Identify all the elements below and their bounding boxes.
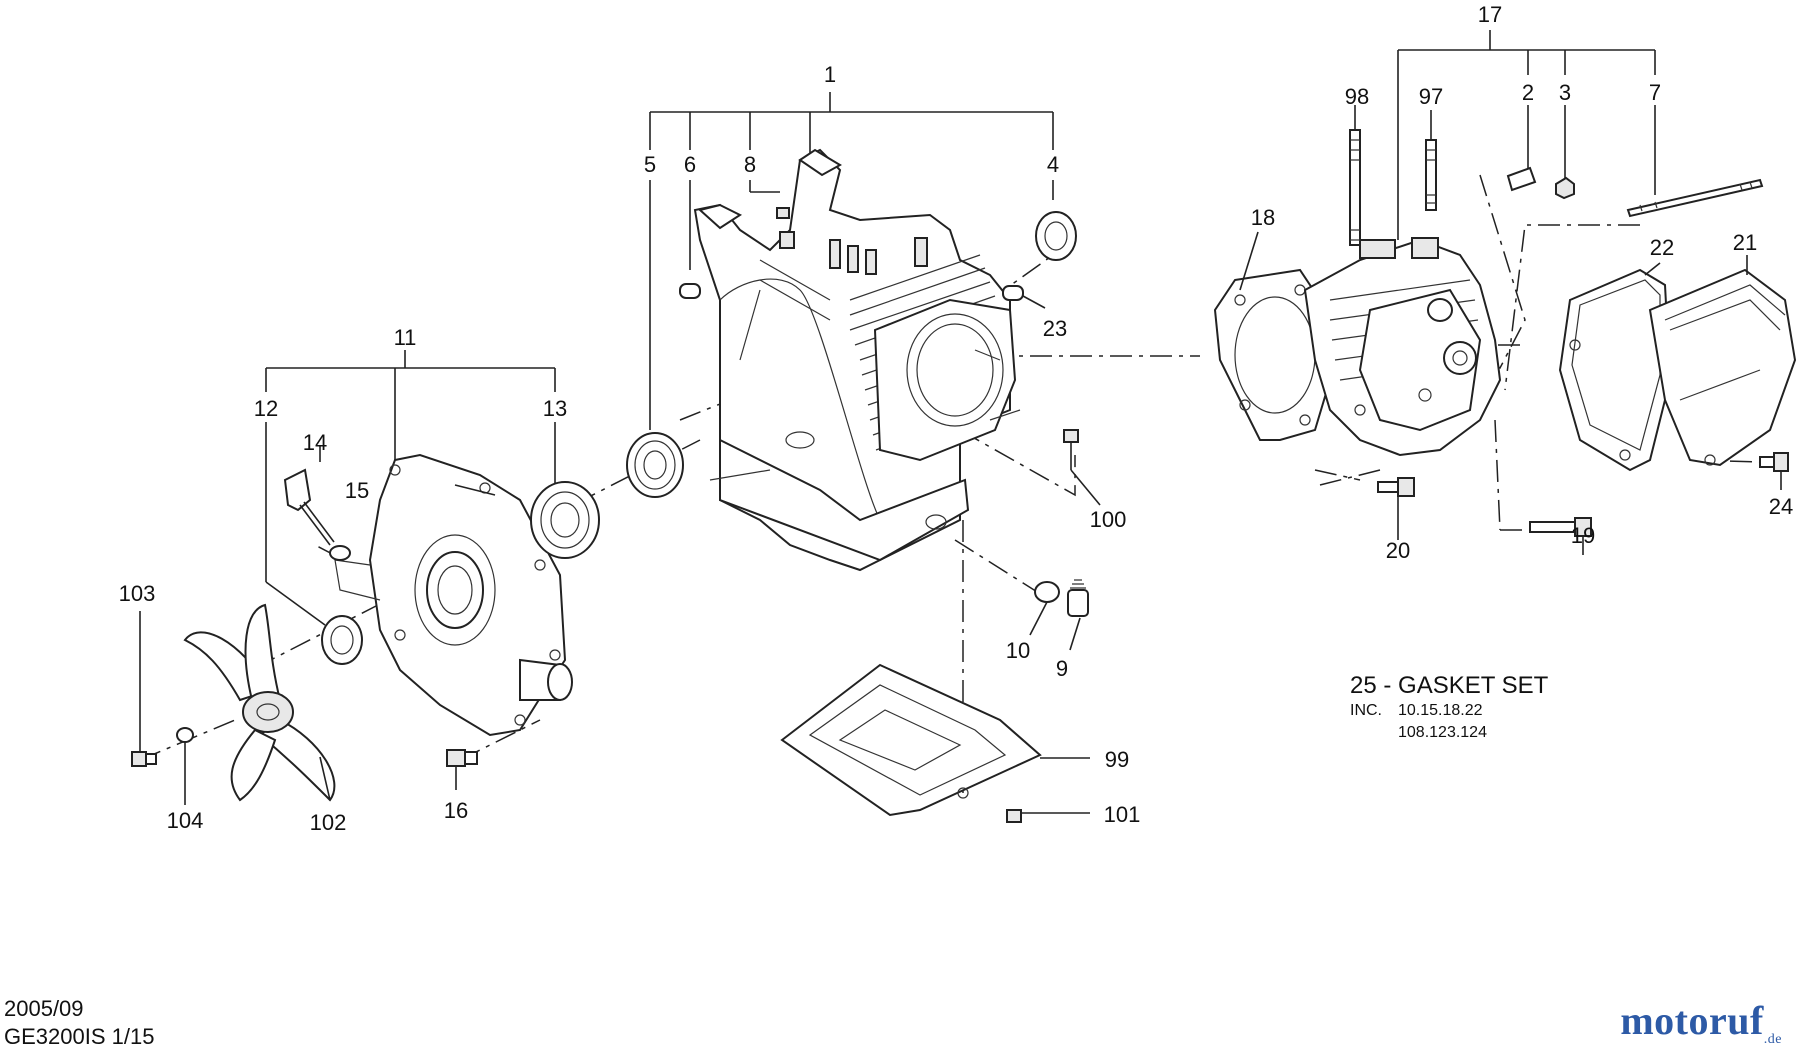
crankcase-block [693, 148, 1021, 572]
callout-11: 11 [394, 325, 417, 350]
callout-7: 7 [1649, 80, 1661, 105]
part-103-bolt [131, 611, 157, 767]
callout-16: 16 [444, 798, 468, 823]
brand-tld: .de [1763, 1032, 1782, 1047]
callout-100: 100 [1090, 507, 1127, 532]
part-16-bolt [446, 749, 478, 790]
bracket-17 [1397, 30, 1656, 240]
callout-labels: 1 5 6 8 4 23 11 12 13 14 15 100 10 9 99 … [119, 2, 1794, 835]
footer-model-page: GE3200IS 1/15 [4, 1024, 155, 1049]
callout-102: 102 [310, 810, 347, 835]
callout-2: 2 [1522, 80, 1534, 105]
part-5-bearing [626, 432, 684, 498]
part-17-cylinder-head [1303, 237, 1502, 457]
callout-21: 21 [1733, 230, 1757, 255]
callout-98: 98 [1345, 84, 1369, 109]
bracket-11 [265, 350, 556, 626]
callout-97: 97 [1419, 84, 1443, 109]
gasket-inc-label: INC. [1350, 702, 1382, 719]
part-4-oil-seal [1035, 211, 1077, 261]
part-101-bolt [1006, 809, 1090, 823]
callout-20: 20 [1386, 538, 1410, 563]
part-99-base-plate [780, 663, 1090, 817]
gasket-set-includes: INC. 10.15.18.22 108.123.124 [1350, 702, 1487, 742]
gasket-inc-line2: 108.123.124 [1398, 724, 1487, 741]
part-98-stud [1349, 105, 1361, 246]
part-6-dowel [679, 283, 701, 299]
callout-8: 8 [744, 152, 756, 177]
callout-22: 22 [1650, 235, 1674, 260]
brand-name: motoruf [1620, 998, 1764, 1043]
part-15-o-ring [329, 545, 351, 561]
callout-5: 5 [644, 152, 656, 177]
callout-23: 23 [1043, 316, 1067, 341]
part-102-fan [183, 603, 336, 802]
callout-19: 19 [1571, 523, 1595, 548]
part-22-cover-gasket [1558, 262, 1672, 472]
callout-15: 15 [345, 478, 369, 503]
callout-24: 24 [1769, 494, 1793, 519]
footer-date: 2005/09 [4, 996, 84, 1021]
brand-logo: motoruf.de [1620, 997, 1782, 1048]
callout-101: 101 [1104, 802, 1141, 827]
callout-14: 14 [303, 430, 327, 455]
callout-17: 17 [1478, 2, 1502, 27]
part-19-bolt [1529, 517, 1592, 555]
callout-18: 18 [1251, 205, 1275, 230]
callout-4: 4 [1047, 152, 1059, 177]
crankcase-cover [334, 453, 573, 737]
callout-6: 6 [684, 152, 696, 177]
part-97-stud [1425, 110, 1437, 211]
part-21-valve-cover [1648, 255, 1797, 467]
callout-104: 104 [167, 808, 204, 833]
part-13-bearing [530, 481, 600, 559]
part-104-washer [176, 727, 194, 805]
gasket-set-title: 25 - GASKET SET [1350, 672, 1549, 699]
callout-10: 10 [1006, 638, 1030, 663]
part-100-bolt [1063, 429, 1101, 506]
part-9-drain-plug [1067, 579, 1089, 651]
part-10-washer [1029, 581, 1060, 636]
callout-103: 103 [119, 581, 156, 606]
part-24-bolt [1759, 452, 1789, 490]
part-23-dowel [1002, 285, 1046, 309]
callout-99: 99 [1105, 747, 1129, 772]
callout-13: 13 [543, 396, 567, 421]
bracket-1 [649, 92, 1054, 430]
part-3-nut [1555, 176, 1575, 200]
callout-9: 9 [1056, 656, 1068, 681]
part-7-stud [1626, 178, 1764, 218]
callout-12: 12 [254, 396, 278, 421]
callout-1: 1 [824, 62, 836, 87]
part-12-oil-seal [321, 615, 363, 665]
part-14-dipstick [283, 445, 335, 546]
part-20-bolt [1377, 477, 1415, 540]
part-8-plug [776, 207, 790, 219]
part-18-head-gasket [1213, 231, 1332, 441]
gasket-inc-line1: 10.15.18.22 [1398, 702, 1483, 719]
callout-3: 3 [1559, 80, 1571, 105]
part-2-dowel [1506, 166, 1537, 192]
